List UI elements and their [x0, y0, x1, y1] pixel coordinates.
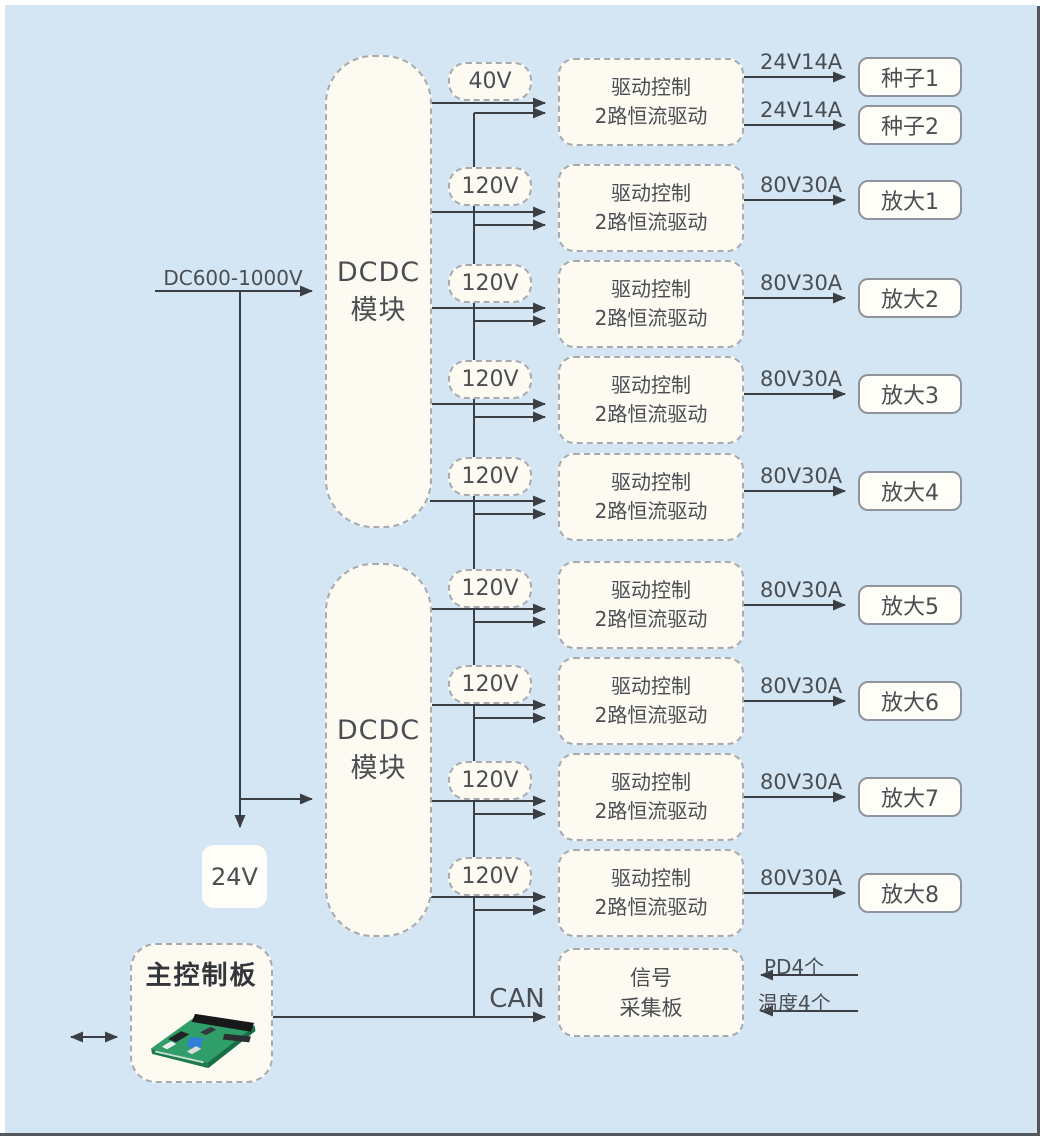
- voltage-capsule: 120V: [448, 665, 532, 704]
- drive-box-label-line2: 2路恒流驱动: [594, 799, 708, 823]
- drive-box-label-line1: 驱动控制: [611, 578, 691, 602]
- frame-border-right: [1037, 6, 1040, 1136]
- drive-control-box: 驱动控制 2路恒流驱动: [558, 453, 744, 541]
- signal-acquisition-board-box: 信号 采集板: [558, 948, 744, 1037]
- output-device-box: 放大4: [858, 471, 962, 511]
- output-device-box: 放大6: [858, 681, 962, 721]
- output-device-box: 放大3: [858, 374, 962, 414]
- output-device-box: 放大8: [858, 873, 962, 913]
- drive-box-label-line1: 驱动控制: [611, 373, 691, 397]
- output-spec-label: 80V30A: [760, 866, 843, 890]
- output-spec-label: 80V30A: [760, 271, 843, 295]
- output-spec-label: 24V14A: [760, 50, 843, 74]
- output-spec-label: 80V30A: [760, 173, 843, 197]
- drive-box-label-line2: 2路恒流驱动: [594, 402, 708, 426]
- pd-input-label: PD4个: [764, 955, 825, 979]
- frame-border-bottom: [0, 1133, 1040, 1136]
- drive-control-box: 驱动控制 2路恒流驱动: [558, 356, 744, 444]
- output-device-box: 放大5: [858, 585, 962, 625]
- output-device-box: 放大2: [858, 278, 962, 318]
- drive-box-label-line1: 驱动控制: [611, 75, 691, 99]
- voltage-capsule: 120V: [448, 360, 532, 399]
- dcdc-module-2-label-line1: DCDC: [336, 715, 421, 746]
- main-control-board-box: 主控制板: [130, 943, 273, 1083]
- drive-box-label-line1: 驱动控制: [611, 181, 691, 205]
- can-bus-label: CAN: [489, 984, 545, 1014]
- output-spec-label: 24V14A: [760, 98, 843, 122]
- drive-box-label-line2: 2路恒流驱动: [594, 703, 708, 727]
- drive-box-label-line1: 驱动控制: [611, 770, 691, 794]
- drive-control-box: 驱动控制 2路恒流驱动: [558, 260, 744, 348]
- output-spec-label: 80V30A: [760, 367, 843, 391]
- drive-box-label-line1: 驱动控制: [611, 470, 691, 494]
- output-device-box: 放大1: [858, 180, 962, 220]
- drive-box-label-line2: 2路恒流驱动: [594, 210, 708, 234]
- dc-input-label: DC600-1000V: [163, 266, 303, 290]
- dcdc-module-2-box: DCDC 模块: [325, 563, 432, 937]
- drive-control-box: 驱动控制 2路恒流驱动: [558, 753, 744, 841]
- dcdc-module-1-box: DCDC 模块: [325, 55, 432, 528]
- drive-control-box: 驱动控制 2路恒流驱动: [558, 164, 744, 252]
- dcdc-module-1-label-line2: 模块: [350, 294, 407, 326]
- voltage-capsule: 40V: [448, 62, 532, 101]
- drive-box-label-line2: 2路恒流驱动: [594, 895, 708, 919]
- signal-board-label-line1: 信号: [630, 965, 672, 990]
- dcdc-module-2-label-line2: 模块: [350, 753, 407, 784]
- voltage-capsule: 120V: [448, 569, 532, 608]
- voltage-capsule: 120V: [448, 457, 532, 496]
- output-device-box: 种子2: [858, 105, 962, 145]
- voltage-capsule: 120V: [448, 264, 532, 303]
- drive-box-label-line2: 2路恒流驱动: [594, 104, 708, 128]
- drive-box-label-line1: 驱动控制: [611, 866, 691, 890]
- pcb-image: [150, 1013, 256, 1069]
- voltage-capsule: 120V: [448, 167, 532, 206]
- output-device-box: 种子1: [858, 57, 962, 97]
- drive-box-label-line1: 驱动控制: [611, 674, 691, 698]
- output-spec-label: 80V30A: [760, 578, 843, 602]
- drive-control-box: 驱动控制 2路恒流驱动: [558, 657, 744, 745]
- voltage-capsule: 120V: [448, 857, 532, 896]
- aux-24v-box: 24V: [202, 845, 267, 908]
- drive-control-box: 驱动控制 2路恒流驱动: [558, 849, 744, 937]
- dcdc-module-1-label-line1: DCDC: [336, 256, 421, 288]
- drive-control-box: 驱动控制 2路恒流驱动: [558, 58, 744, 146]
- output-spec-label: 80V30A: [760, 464, 843, 488]
- voltage-capsule: 120V: [448, 761, 532, 800]
- drive-box-label-line2: 2路恒流驱动: [594, 607, 708, 631]
- main-board-title: 主控制板: [145, 961, 258, 991]
- output-spec-label: 80V30A: [760, 674, 843, 698]
- output-device-box: 放大7: [858, 777, 962, 817]
- output-spec-label: 80V30A: [760, 770, 843, 794]
- drive-box-label-line2: 2路恒流驱动: [594, 499, 708, 523]
- drive-box-label-line1: 驱动控制: [611, 277, 691, 301]
- drive-box-label-line2: 2路恒流驱动: [594, 306, 708, 330]
- drive-control-box: 驱动控制 2路恒流驱动: [558, 561, 744, 649]
- temperature-input-label: 温度4个: [758, 991, 831, 1015]
- signal-board-label-line2: 采集板: [619, 995, 683, 1020]
